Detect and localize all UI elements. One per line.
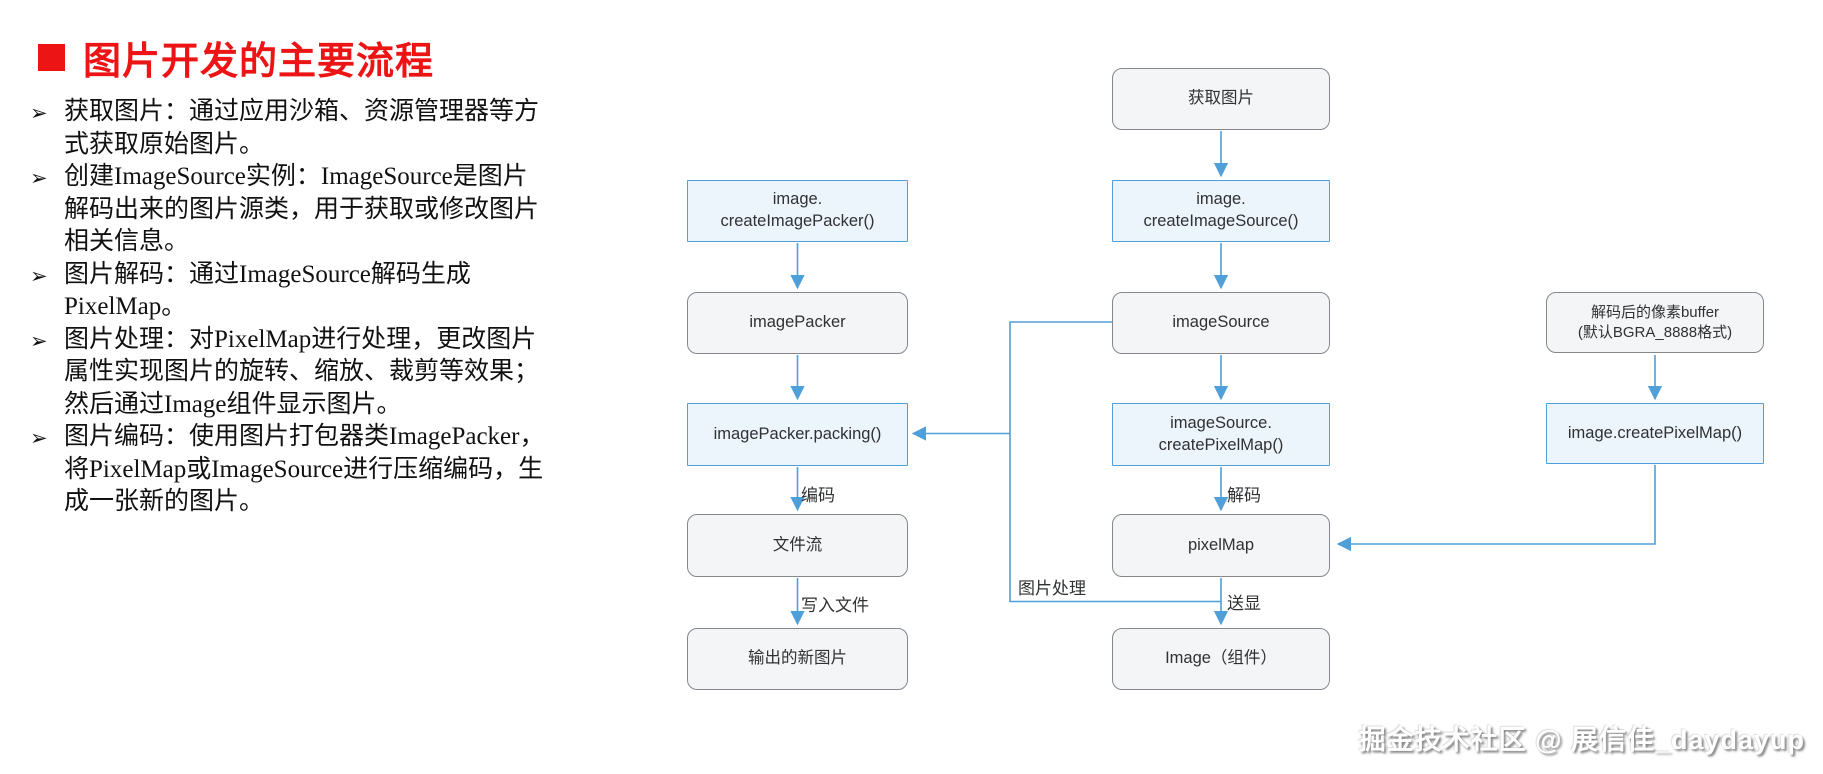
- list-item-text: 创建ImageSource实例：ImageSource是图片解码出来的图片源类，…: [64, 163, 540, 255]
- arrow-bullet-icon: ➢: [30, 166, 48, 190]
- node-file-stream: 文件流: [687, 514, 908, 577]
- node-pixel-buffer: 解码后的像素buffer (默认BGRA_8888格式): [1546, 292, 1764, 353]
- edge-label-decode: 解码: [1227, 486, 1261, 505]
- list-item-text: 图片处理：对PixelMap进行处理，更改图片属性实现图片的旋转、缩放、裁剪等效…: [64, 325, 540, 418]
- arrow-bullet-icon: ➢: [30, 328, 48, 353]
- arrow-bullet-icon: ➢: [30, 101, 48, 125]
- node-image-create-pixel-map: image.createPixelMap(): [1546, 403, 1764, 464]
- arrow-bullet-icon: ➢: [30, 426, 48, 450]
- edge-label-write-file: 写入文件: [801, 596, 869, 615]
- list-item: ➢ 图片解码：通过ImageSource解码生成PixelMap。: [30, 259, 550, 324]
- title-text: 图片开发的主要流程: [83, 41, 435, 83]
- node-create-image-packer: image. createImagePacker(): [687, 180, 908, 242]
- image-processing-loop-line: [1009, 321, 1221, 603]
- node-image-source: imageSource: [1112, 292, 1330, 354]
- list-item: ➢ 创建ImageSource实例：ImageSource是图片解码出来的图片源…: [30, 161, 550, 259]
- node-create-image-source: image. createImageSource(): [1112, 180, 1330, 242]
- edge-label-encode: 编码: [801, 486, 835, 505]
- list-item: ➢ 获取图片：通过应用沙箱、资源管理器等方式获取原始图片。: [30, 96, 550, 161]
- list-item: ➢ 图片编码：使用图片打包器类ImagePacker，将PixelMap或Ima…: [30, 421, 550, 519]
- page-title: 图片开发的主要流程: [38, 30, 434, 85]
- node-image-packer: imagePacker: [687, 292, 908, 354]
- list-item-text: 获取图片：通过应用沙箱、资源管理器等方式获取原始图片。: [64, 98, 540, 158]
- flow-arrows: [790, 131, 1663, 626]
- edge-label-display: 送显: [1227, 594, 1261, 613]
- node-image-packer-packing: imagePacker.packing(): [687, 403, 908, 466]
- node-image-component: Image（组件）: [1112, 628, 1330, 690]
- edge-label-image-processing: 图片处理: [1018, 579, 1086, 598]
- node-output-image: 输出的新图片: [687, 628, 908, 690]
- node-image-source-create-pixel-map: imageSource. createPixelMap(): [1112, 403, 1330, 466]
- bullet-list: ➢ 获取图片：通过应用沙箱、资源管理器等方式获取原始图片。 ➢ 创建ImageS…: [30, 96, 550, 519]
- list-item: ➢ 图片处理：对PixelMap进行处理，更改图片属性实现图片的旋转、缩放、裁剪…: [30, 324, 550, 422]
- list-item-text: 图片解码：通过ImageSource解码生成PixelMap。: [64, 260, 471, 321]
- watermark: 掘金技术社区 @ 展信佳_daydayup: [1358, 725, 1805, 755]
- node-acquire-image: 获取图片: [1112, 68, 1330, 130]
- list-item-text: 图片编码：使用图片打包器类ImagePacker，将PixelMap或Image…: [64, 423, 545, 515]
- title-bullet-icon: [38, 44, 65, 71]
- node-pixel-map: pixelMap: [1112, 514, 1330, 577]
- arrow-bullet-icon: ➢: [30, 263, 48, 288]
